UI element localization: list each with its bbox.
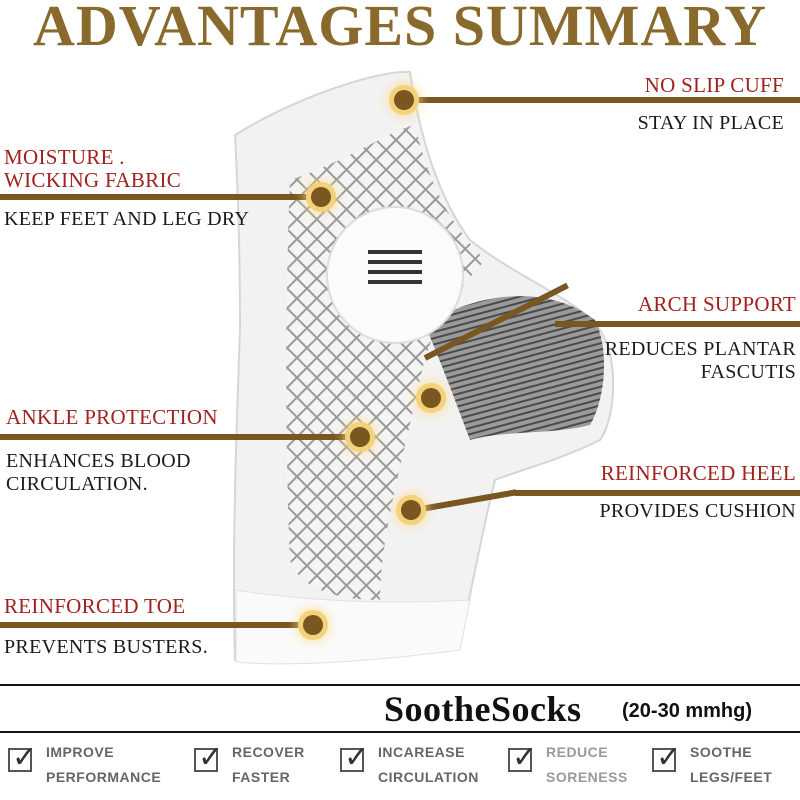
callout-line-moisture [0, 194, 322, 200]
footer-bottom-rule [0, 731, 800, 733]
callout-line-toe [0, 622, 315, 628]
footer-top-rule [0, 684, 800, 686]
callout-arch-title: ARCH SUPPORT [637, 292, 796, 316]
callout-line-heel [515, 490, 800, 496]
callout-line-cuff [405, 97, 800, 103]
brand-pressure: (20-30 mmhg) [622, 700, 753, 722]
check-mark-icon: ✓ [198, 740, 224, 775]
compression-sock-illustration [232, 70, 615, 665]
heel-marker-dot [401, 500, 421, 520]
callout-moisture-title: MOISTURE .WICKING FABRIC [4, 145, 182, 192]
check-mark-icon: ✓ [512, 740, 538, 775]
checkbox-icon: ✓ [508, 740, 537, 775]
checkbox-icon: ✓ [194, 740, 223, 775]
check-mark-icon: ✓ [344, 740, 370, 775]
callout-cuff-desc: STAY IN PLACE [637, 112, 784, 134]
callout-moisture-desc: KEEP FEET AND LEG DRY [4, 208, 250, 230]
callout-toe-desc: PREVENTS BUSTERS. [4, 636, 209, 658]
check-mark-icon: ✓ [656, 740, 682, 775]
callout-cuff-title: NO SLIP CUFF [644, 73, 784, 97]
callout-line-ankle [0, 434, 362, 440]
ankle-marker-dot [350, 427, 370, 447]
callout-heel-title: REINFORCED HEEL [600, 461, 796, 485]
callout-line-arch [555, 321, 800, 327]
checkbox-icon: ✓ [340, 740, 369, 775]
arch-marker-dot [421, 388, 441, 408]
checkbox-icon: ✓ [8, 740, 37, 775]
page-title: ADVANTAGES SUMMARY [32, 0, 768, 58]
callout-ankle-title: ANKLE PROTECTION [6, 405, 218, 429]
checkbox-icon: ✓ [652, 740, 681, 775]
callout-toe-title: REINFORCED TOE [4, 594, 186, 618]
check-mark-icon: ✓ [12, 740, 38, 775]
cuff-marker-dot [394, 90, 414, 110]
moisture-marker-dot [311, 187, 331, 207]
toe-marker-dot [303, 615, 323, 635]
brand-name: SootheSocks [384, 689, 582, 729]
callout-heel-desc: PROVIDES CUSHION [599, 500, 796, 522]
